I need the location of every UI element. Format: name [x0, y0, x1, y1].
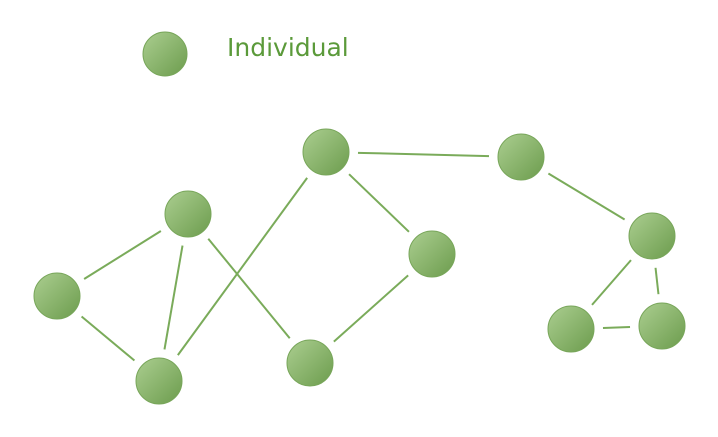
node-G [497, 133, 545, 181]
edge-H-I [591, 259, 632, 306]
legend-node-icon [142, 31, 188, 77]
edge-F-E [333, 274, 409, 343]
edge-B-C [163, 245, 184, 350]
edge-G-H [547, 172, 626, 221]
node-E [286, 339, 334, 387]
node-C [135, 357, 183, 405]
edge-H-J [654, 267, 660, 295]
node-H [628, 212, 676, 260]
edge-D-F [348, 173, 410, 233]
edge-A-B [83, 230, 162, 280]
edge-D-G [357, 151, 490, 158]
node-B [164, 190, 212, 238]
edge-I-J [602, 326, 631, 329]
edge-C-D [177, 177, 308, 356]
edge-B-E [207, 238, 291, 339]
node-I [547, 305, 595, 353]
node-J [638, 302, 686, 350]
node-A [33, 272, 81, 320]
legend-label: Individual [227, 33, 349, 62]
node-F [408, 230, 456, 278]
node-D [302, 128, 350, 176]
edge-A-C [80, 315, 136, 362]
